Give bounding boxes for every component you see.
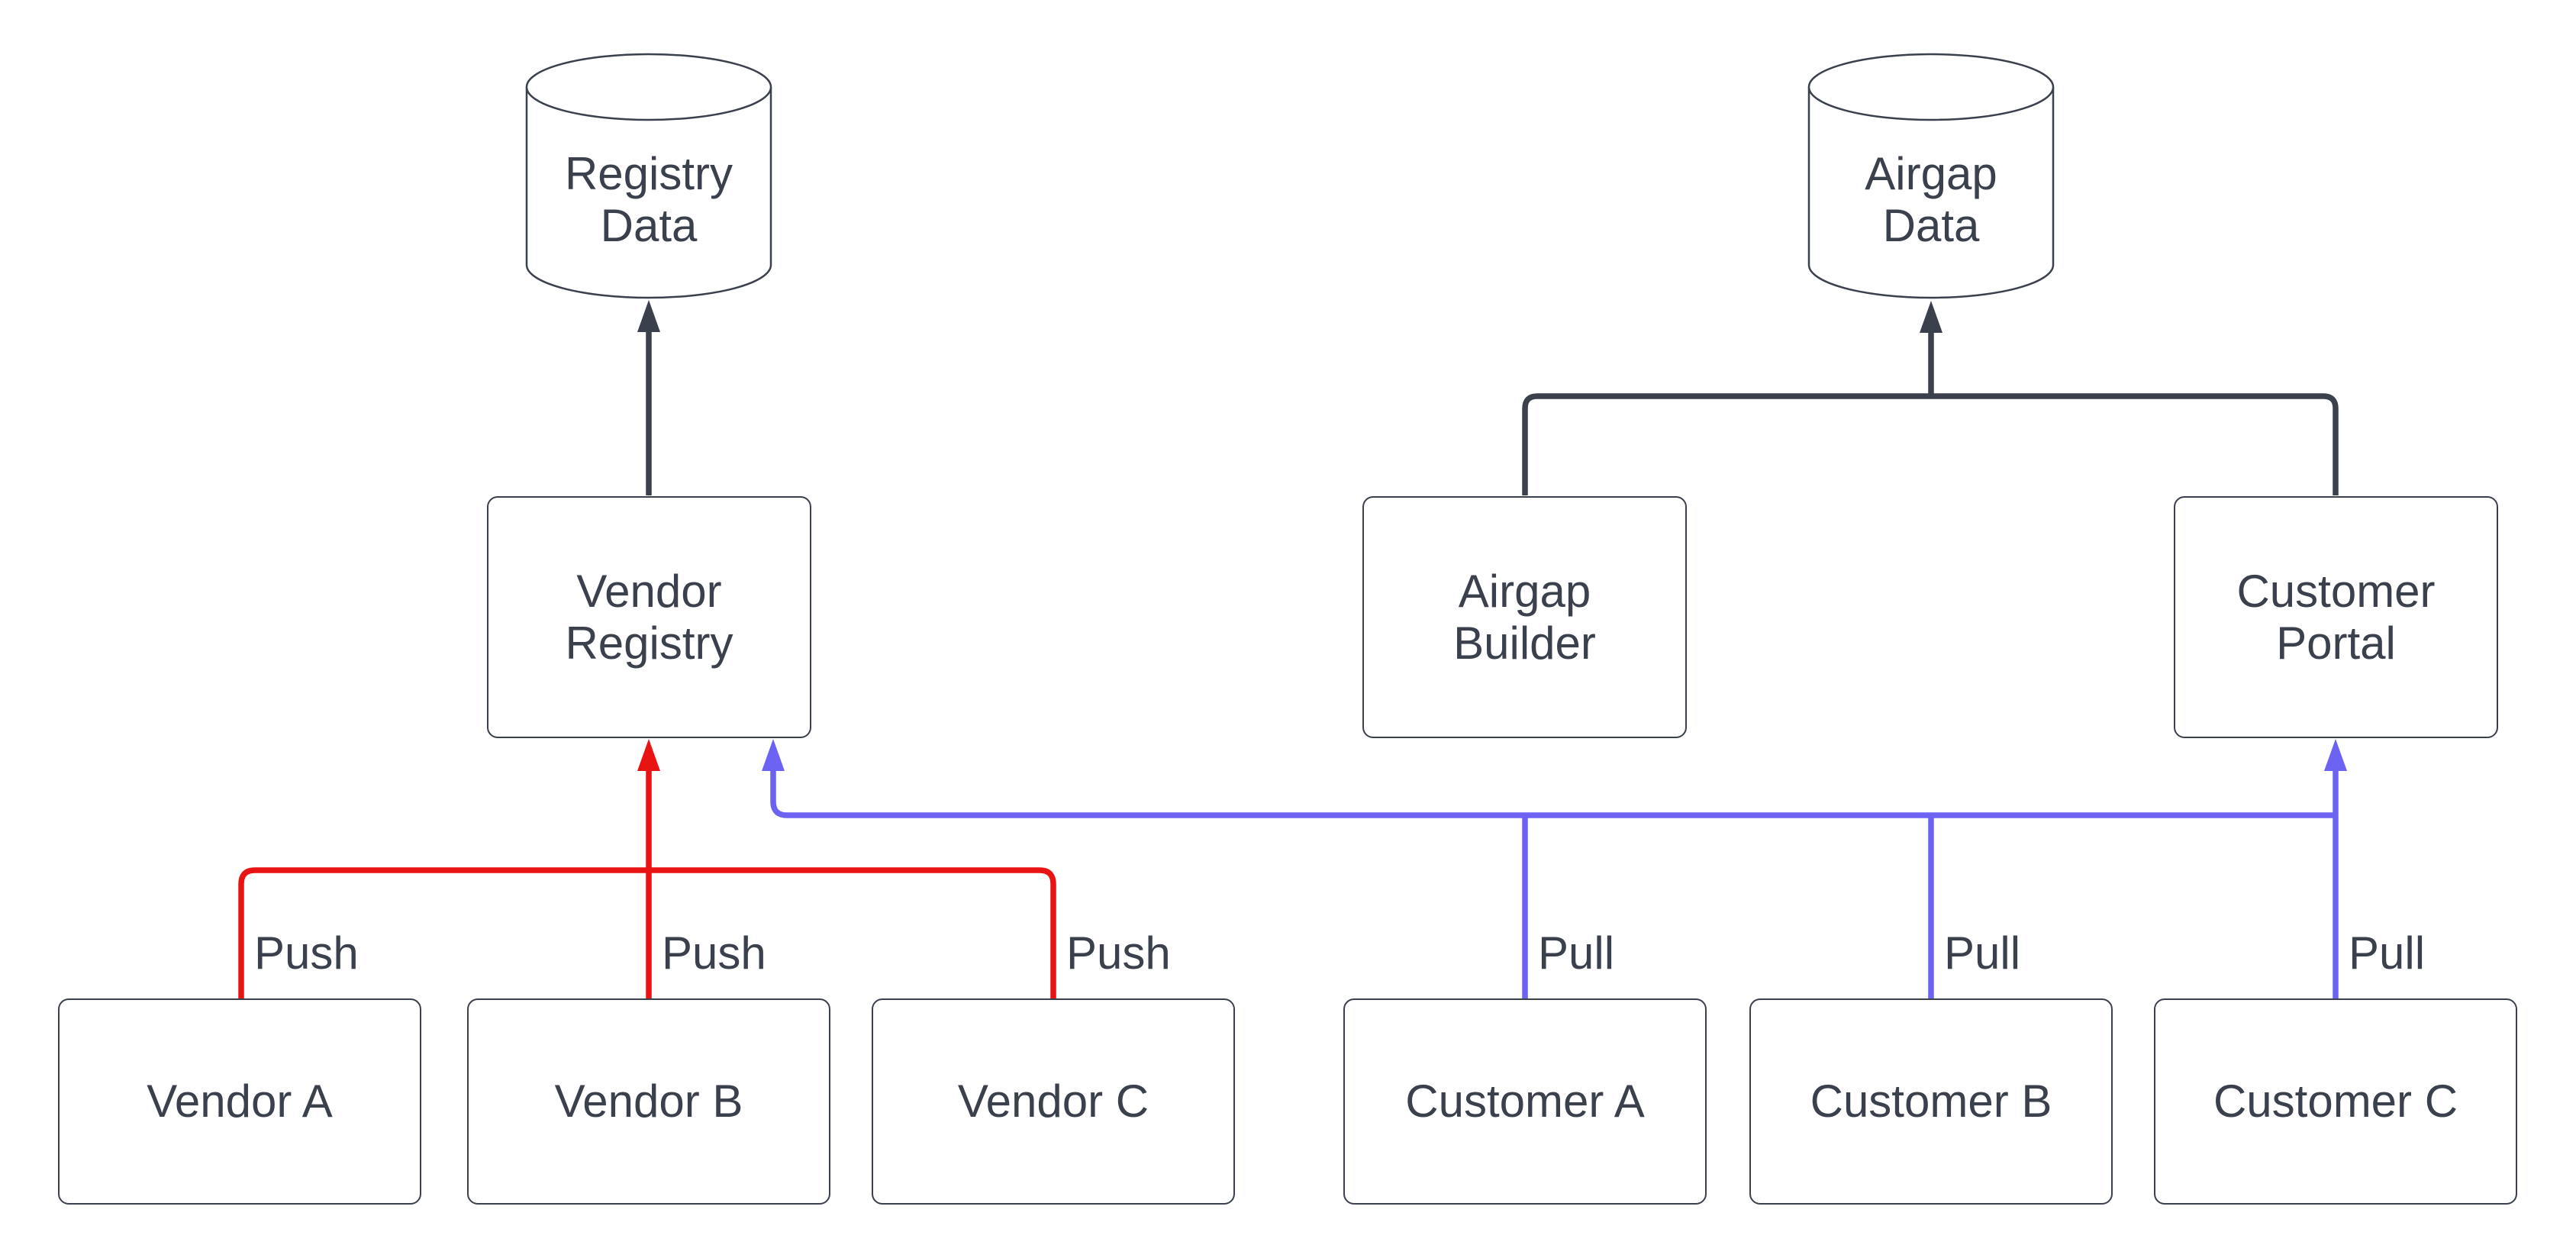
label-line: Portal xyxy=(2276,617,2396,669)
edge-label-push-vendor-b: Push xyxy=(662,927,766,979)
node-customer-portal: Customer Portal xyxy=(2174,496,2498,738)
node-vendor-c: Vendor C xyxy=(872,998,1235,1205)
node-airgap-builder: Airgap Builder xyxy=(1362,496,1687,738)
label-line: Vendor xyxy=(576,565,722,617)
label-line: Customer A xyxy=(1405,1076,1645,1127)
edge-label-pull-customer-a: Pull xyxy=(1538,927,1615,979)
edge-label-pull-customer-b: Pull xyxy=(1944,927,2021,979)
label-line: Vendor A xyxy=(147,1076,333,1127)
node-customer-c: Customer C xyxy=(2154,998,2517,1205)
edge-label-pull-customer-c: Pull xyxy=(2349,927,2426,979)
label-line: Registry xyxy=(565,617,733,669)
label-line: Builder xyxy=(1453,617,1596,669)
label-line: Airgap xyxy=(1865,148,1997,200)
label-line: Airgap xyxy=(1458,565,1591,617)
cylinder-airgap-data xyxy=(1807,53,2055,299)
label-line: Vendor B xyxy=(554,1076,743,1127)
edge-customer-portal-to-junction xyxy=(1931,393,2339,495)
edge-label-push-vendor-c: Push xyxy=(1066,927,1171,979)
label-line: Customer B xyxy=(1810,1076,2052,1127)
label-line: Data xyxy=(1882,200,1980,251)
arrowhead-registry-data xyxy=(637,300,660,332)
arrowhead-pull-vendor-registry xyxy=(762,739,785,771)
label-line: Customer xyxy=(2236,565,2436,617)
label-line: Registry xyxy=(564,148,733,200)
node-customer-a: Customer A xyxy=(1343,998,1707,1205)
arrowhead-push-vendor-registry xyxy=(637,739,660,771)
edge-pull-trunk-to-vendor-registry xyxy=(770,768,2336,818)
arrowhead-customer-portal xyxy=(2324,739,2347,771)
node-registry-data-label: Registry Data xyxy=(527,93,771,307)
label-line: Vendor C xyxy=(957,1076,1149,1127)
label-line: Customer C xyxy=(2213,1076,2458,1127)
label-line: Data xyxy=(600,200,698,251)
node-customer-b: Customer B xyxy=(1749,998,2113,1205)
node-vendor-registry: Vendor Registry xyxy=(487,496,811,738)
node-vendor-a: Vendor A xyxy=(58,998,421,1205)
edge-label-push-vendor-a: Push xyxy=(254,927,359,979)
node-airgap-data-label: Airgap Data xyxy=(1809,93,2053,307)
edge-airgap-builder-to-junction xyxy=(1522,393,1931,495)
arrowhead-airgap-data xyxy=(1920,301,1942,333)
node-vendor-b: Vendor B xyxy=(467,998,830,1205)
cylinder-registry-data xyxy=(525,53,772,299)
